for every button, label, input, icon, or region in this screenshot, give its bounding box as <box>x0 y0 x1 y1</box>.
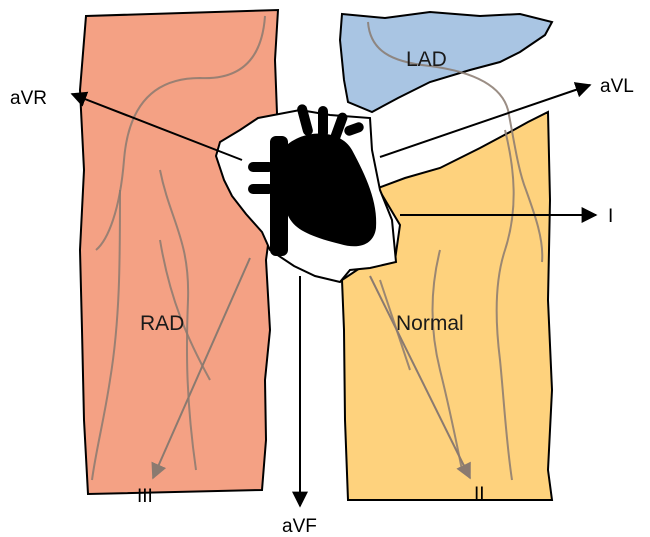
avf-label: aVF <box>282 516 317 537</box>
avr-label: aVR <box>10 88 47 109</box>
rad-label: RAD <box>140 312 184 335</box>
avl-label: aVL <box>600 76 634 97</box>
i-label: I <box>608 206 613 227</box>
normal-label: Normal <box>396 312 464 335</box>
lad-label: LAD <box>406 48 447 71</box>
ii-label: II <box>474 484 485 505</box>
iii-label: III <box>137 486 153 507</box>
